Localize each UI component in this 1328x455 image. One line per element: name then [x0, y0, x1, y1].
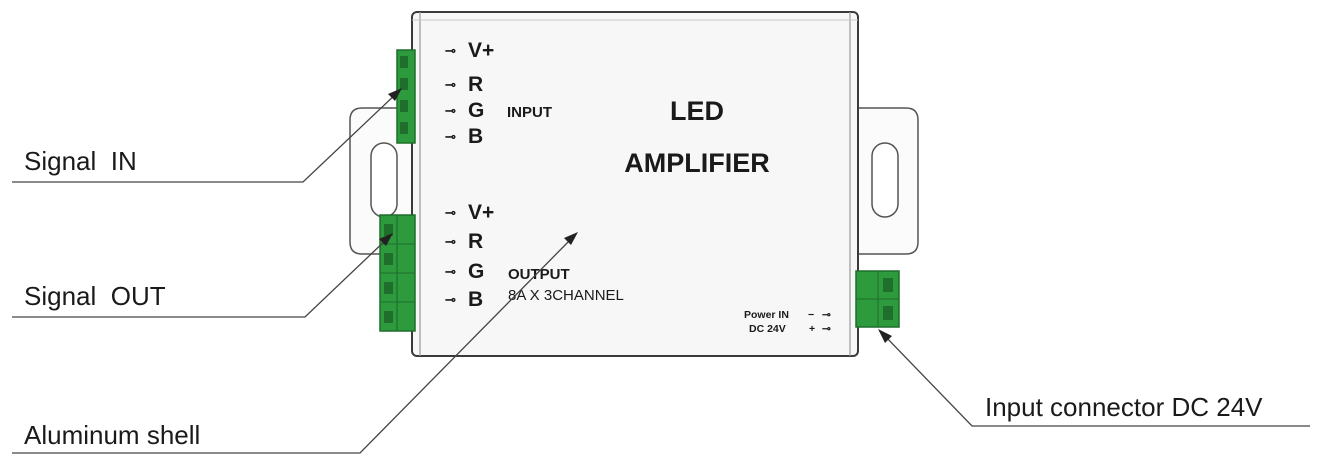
- aluminum-shell-callout: Aluminum shell: [24, 420, 200, 450]
- output-pin-connector-icon: ⊸: [445, 292, 456, 307]
- power-connector-icon: ⊸: [822, 323, 831, 335]
- device-title-line2: AMPLIFIER: [624, 148, 770, 178]
- signal-in-callout: Signal IN: [24, 146, 137, 176]
- output-pin-connector-icon: ⊸: [445, 264, 456, 279]
- left-mounting-slot: [370, 142, 398, 218]
- power-voltage-label: DC 24V: [749, 323, 786, 335]
- input-pin-connector-icon: ⊸: [445, 103, 456, 118]
- input-group-label: INPUT: [507, 104, 552, 121]
- input-connector-leader: [878, 329, 1310, 427]
- aluminum-shell-leader: [12, 232, 578, 454]
- power-in-label: Power IN: [744, 309, 789, 321]
- output-pin-connector-icon: ⊸: [445, 205, 456, 220]
- output-group-label: OUTPUT: [508, 266, 570, 283]
- power-plus-label: +: [809, 323, 815, 335]
- power-terminal-block: [855, 270, 900, 328]
- output-pin-label: G: [468, 260, 484, 283]
- input-pin-label: B: [468, 125, 483, 148]
- input-pin-connector-icon: ⊸: [445, 43, 456, 58]
- power-connector-icon: ⊸: [822, 309, 831, 321]
- output-pin-connector-icon: ⊸: [445, 234, 456, 249]
- input-terminal-block: [396, 49, 416, 144]
- input-connector-callout: Input connector DC 24V: [985, 392, 1263, 422]
- signal-out-callout: Signal OUT: [24, 281, 166, 311]
- output-spec-label: 8A X 3CHANNEL: [508, 287, 624, 304]
- output-pin-label: R: [468, 230, 483, 253]
- input-pin-labels: ⊸ V+ ⊸ R ⊸ G ⊸ B: [445, 39, 494, 148]
- signal-in-leader: [12, 88, 402, 183]
- input-pin-label: G: [468, 99, 484, 122]
- device-title-line1: LED: [670, 96, 724, 126]
- input-pin-connector-icon: ⊸: [445, 77, 456, 92]
- input-pin-label: R: [468, 73, 483, 96]
- output-pin-label: B: [468, 288, 483, 311]
- right-mounting-slot: [871, 142, 899, 218]
- input-pin-label: V+: [468, 39, 494, 62]
- signal-out-leader: [12, 233, 393, 318]
- input-pin-connector-icon: ⊸: [445, 129, 456, 144]
- right-mounting-bracket: [856, 107, 919, 255]
- aluminum-shell: [411, 11, 859, 357]
- power-minus-label: −: [808, 309, 814, 321]
- output-terminal-block: [379, 214, 416, 332]
- output-pin-label: V+: [468, 201, 494, 224]
- output-pin-labels: ⊸ V+ ⊸ R ⊸ G ⊸ B: [445, 201, 494, 311]
